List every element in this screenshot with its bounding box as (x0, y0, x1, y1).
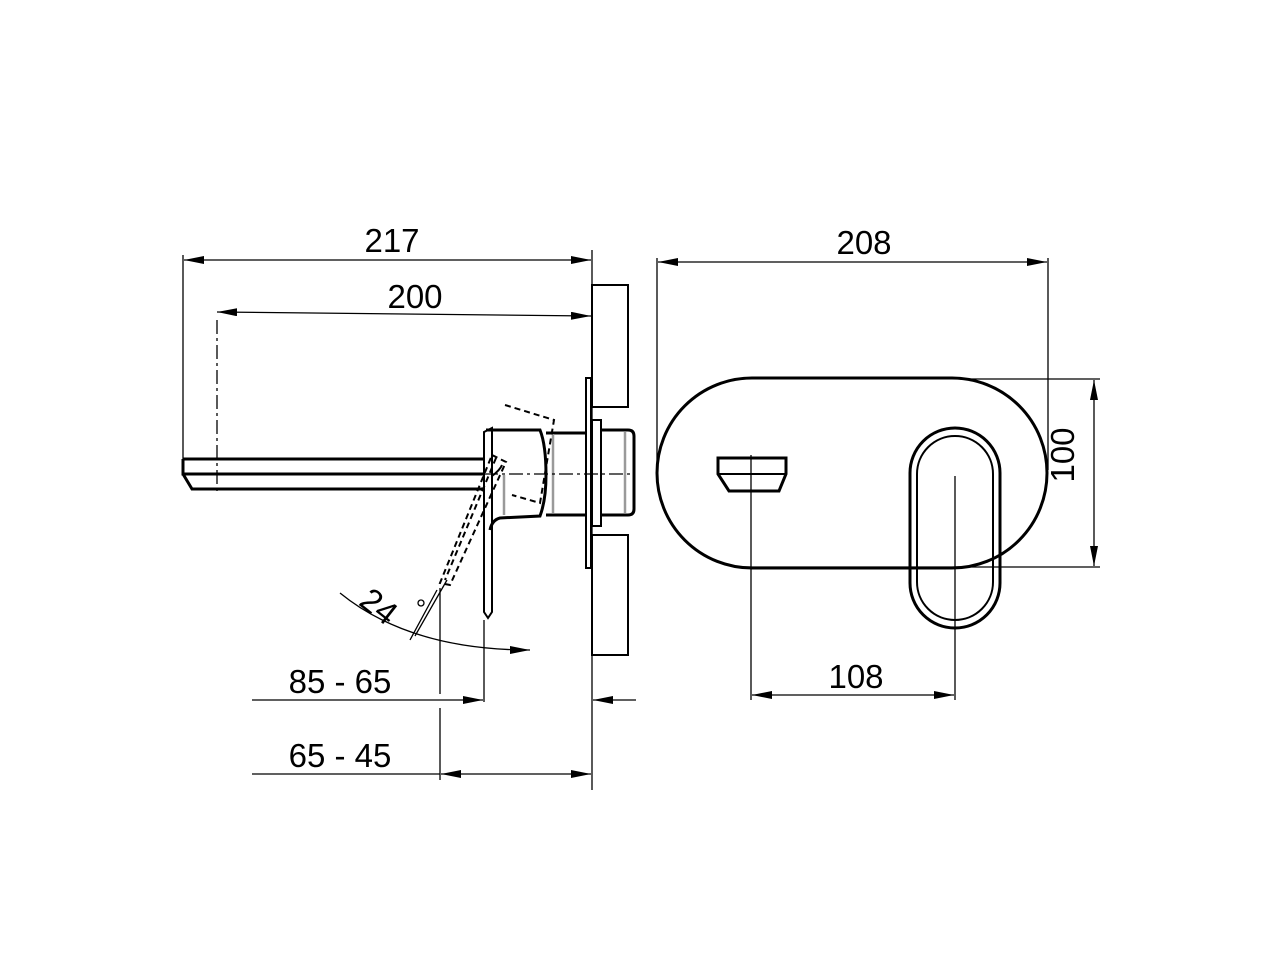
dimension-65-45: 65 - 45 (252, 737, 591, 778)
dimension-200: 200 (216, 278, 592, 320)
dimension-100: 100 (742, 378, 1100, 568)
degree-symbol (417, 599, 425, 607)
dim-label-100: 100 (1044, 427, 1081, 482)
dim-label-24: 24 (353, 580, 405, 632)
dimension-208: 208 (656, 224, 1049, 470)
dim-label-217: 217 (364, 222, 419, 259)
flange (591, 419, 602, 527)
dimension-angle-24: 24 (339, 579, 531, 654)
wall-section (591, 284, 629, 656)
dim-label-85-65: 85 - 65 (289, 663, 392, 700)
lever-open-position (438, 404, 556, 587)
lever-handle (483, 426, 493, 620)
dim-label-208: 208 (836, 224, 891, 261)
dimension-85-65: 85 - 65 (252, 663, 636, 704)
wall-plate (655, 376, 1049, 570)
dimension-108: 108 (750, 455, 956, 700)
side-view: 217 200 24 85 - 65 65 - 45 (181, 222, 636, 790)
rear-connector (601, 428, 636, 517)
spout (181, 457, 484, 491)
escutcheon-plate-side (585, 377, 592, 569)
front-view: 208 100 108 (655, 224, 1100, 700)
dimension-217: 217 (182, 222, 591, 459)
dim-label-108: 108 (828, 658, 883, 695)
dim-label-65-45: 65 - 45 (289, 737, 392, 774)
mixer-body (486, 428, 548, 531)
dim-label-200: 200 (387, 278, 442, 315)
